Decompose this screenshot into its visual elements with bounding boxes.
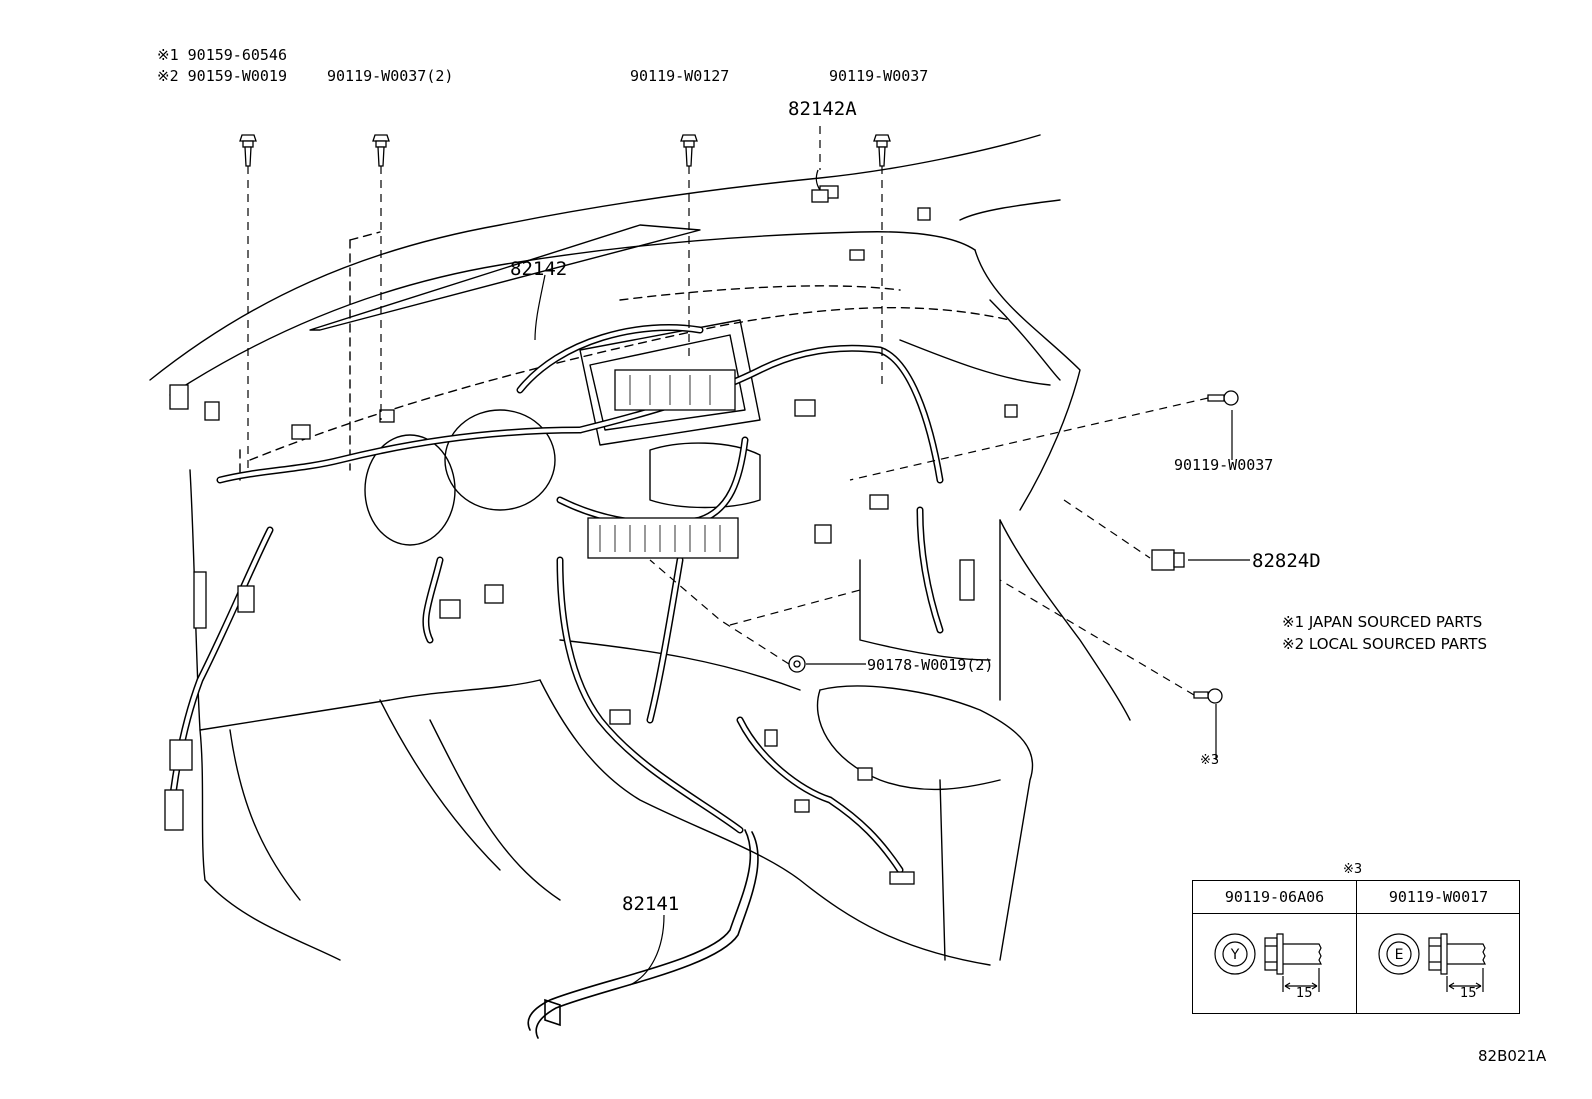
spec-part-number: 90119-06A06 [1193, 881, 1356, 914]
harness-82142-label: 82142 [510, 258, 568, 280]
bolt-mark-y: Y [1230, 947, 1240, 963]
bolt-spec-table: 90119-06A06 Y 15 [1192, 880, 1520, 1014]
diagram-code: 82B021A [1478, 1047, 1547, 1065]
note-ref1-part-label: ※1 90159-60546 [157, 46, 287, 64]
bolt-left-part-label: 90119-W0037(2) [327, 67, 454, 85]
spec-column-w0017: 90119-W0017 E 15 [1357, 881, 1520, 1013]
spec-table-caption: ※3 [1343, 862, 1363, 877]
bolt-e-drawing: E 15 [1357, 914, 1520, 1013]
ref3-marker-label: ※3 [1200, 753, 1220, 768]
note-japan-sourced: ※1 JAPAN SOURCED PARTS [1282, 613, 1483, 631]
harness-82142a-label: 82142A [788, 98, 857, 120]
bolt-mark-e: E [1395, 947, 1404, 963]
clip-part-label: 90178-W0019(2) [867, 656, 994, 674]
spec-column-06a06: 90119-06A06 Y 15 [1193, 881, 1357, 1013]
bolt-length-dimension: 15 [1296, 986, 1313, 1001]
bolt-center-part-label: 90119-W0127 [630, 67, 730, 85]
relay-82824d-label: 82824D [1252, 550, 1321, 572]
note-ref2-part-label: ※2 90159-W0019 [157, 67, 287, 85]
bolt-length-dimension: 15 [1460, 986, 1477, 1001]
note-local-sourced: ※2 LOCAL SOURCED PARTS [1282, 635, 1487, 653]
harness-82141-label: 82141 [622, 893, 680, 915]
spec-part-number: 90119-W0017 [1357, 881, 1520, 914]
bolt-side-part-label: 90119-W0037 [1174, 456, 1274, 474]
bolt-y-drawing: Y 15 [1193, 914, 1356, 1013]
bolt-right-part-label: 90119-W0037 [829, 67, 929, 85]
